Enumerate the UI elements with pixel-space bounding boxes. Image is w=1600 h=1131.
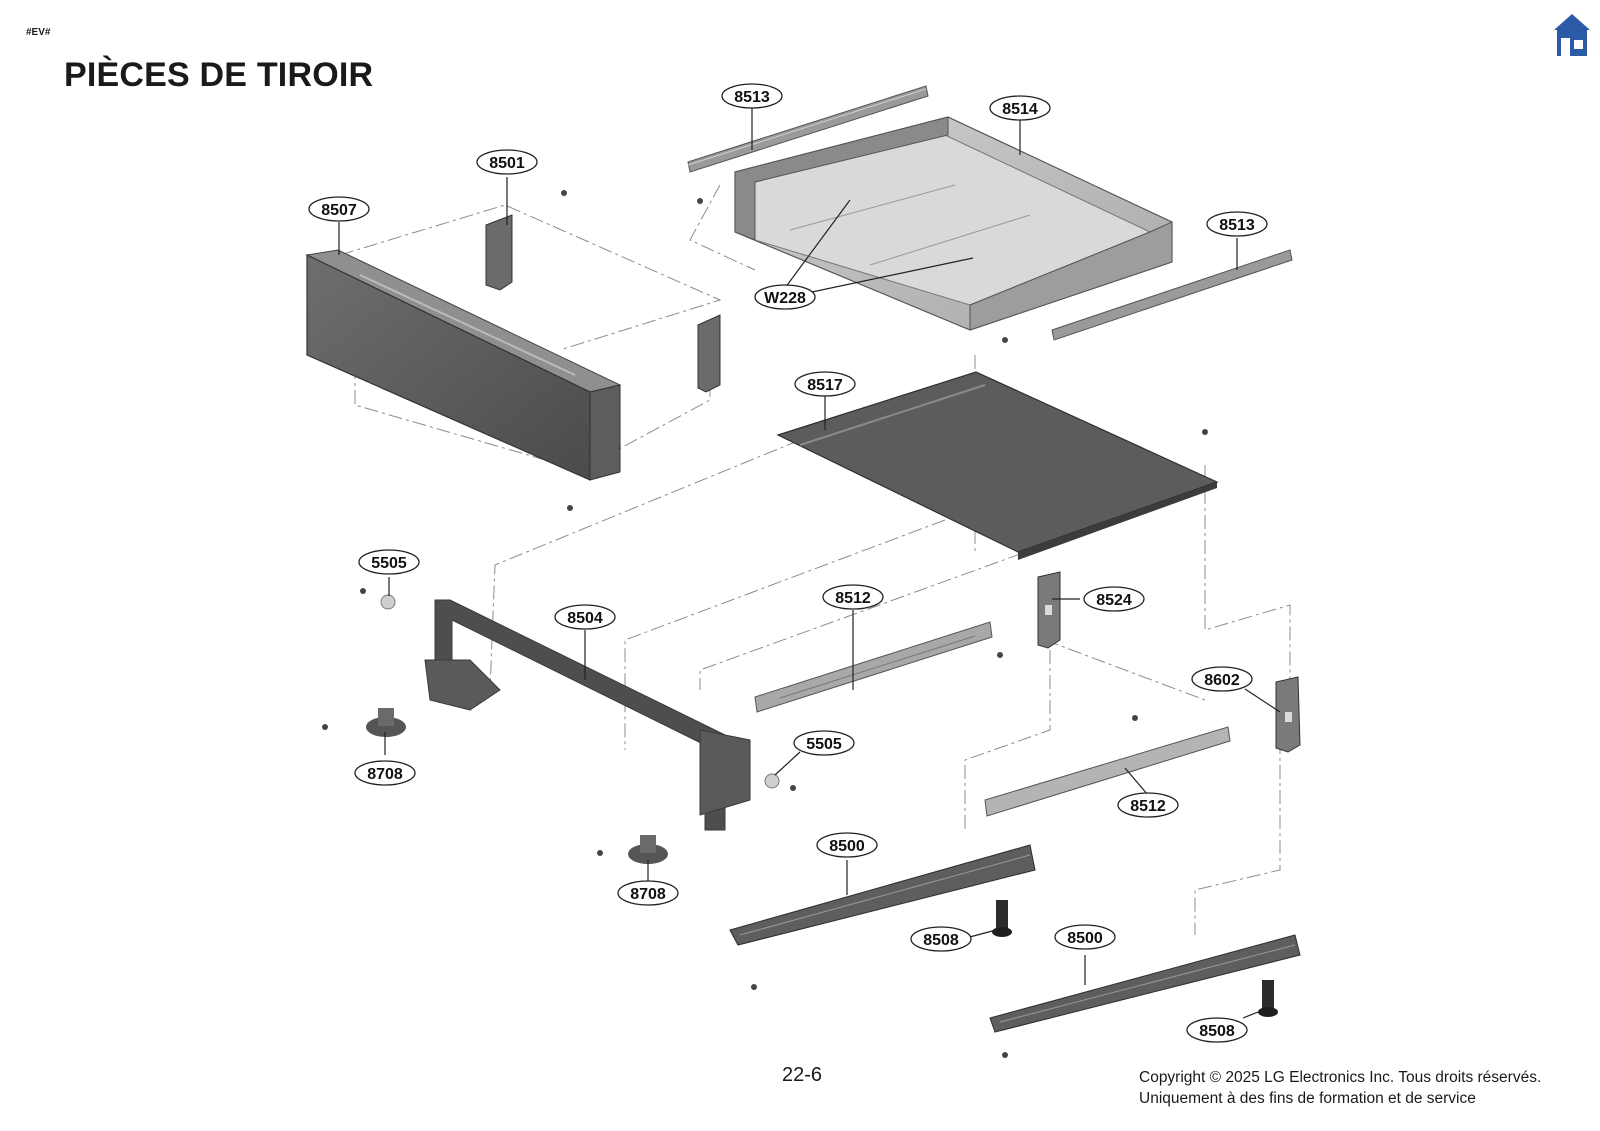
- label-bubble: [1191, 666, 1253, 692]
- label-bubble: [816, 832, 878, 858]
- label-text: 8512: [1130, 798, 1166, 815]
- part-8504-frame: [424, 599, 751, 831]
- part-8508-foot-right: [1258, 980, 1278, 1017]
- label-text: 8508: [1199, 1023, 1235, 1040]
- part-label-8500: 8500: [816, 832, 878, 858]
- part-label-8512: 8512: [822, 584, 884, 610]
- home-icon[interactable]: [1552, 12, 1592, 58]
- label-bubble: [308, 196, 370, 222]
- label-text: 8508: [923, 932, 959, 949]
- label-text: 8517: [807, 377, 843, 394]
- part-label-8512: 8512: [1117, 792, 1179, 818]
- part-label-8508: 8508: [1186, 1017, 1248, 1043]
- leader-lines: [338, 108, 1281, 1019]
- copyright-notice: Copyright © 2025 LG Electronics Inc. Tou…: [1139, 1067, 1541, 1109]
- label-bubble: [1054, 924, 1116, 950]
- part-label-8708: 8708: [354, 760, 416, 786]
- part-8500-base-rail-right: [989, 934, 1301, 1033]
- part-8514-drawer-tray: [734, 116, 1173, 331]
- label-text: 8513: [734, 89, 770, 106]
- label-text: 8500: [1067, 930, 1103, 947]
- part-label-8504: 8504: [554, 604, 616, 630]
- label-bubble: [1117, 792, 1179, 818]
- part-label-8513: 8513: [721, 83, 783, 109]
- part-8708-caster-right: [628, 835, 668, 864]
- part-label-8508: 8508: [910, 926, 972, 952]
- label-text: 8501: [489, 155, 525, 172]
- part-8507-front-panel: [305, 249, 622, 481]
- label-bubble: [794, 371, 856, 397]
- page-title: PIÈCES DE TIROIR: [64, 56, 374, 94]
- label-text: 5505: [371, 555, 407, 572]
- part-label-8513: 8513: [1206, 211, 1268, 237]
- part-8508-foot-left: [992, 900, 1012, 937]
- label-text: 8500: [829, 838, 865, 855]
- part-label-8524: 8524: [1083, 586, 1145, 612]
- part-8501-brackets: [485, 214, 721, 393]
- part-8513-rail-upper: [687, 85, 929, 173]
- label-bubble: [476, 149, 538, 175]
- part-5505-roller-right: [764, 773, 780, 789]
- label-text: 8513: [1219, 217, 1255, 234]
- label-bubble: [989, 95, 1051, 121]
- part-8524-bracket: [1037, 571, 1061, 649]
- page-number: 22-6: [782, 1064, 823, 1086]
- label-bubble: [617, 880, 679, 906]
- label-bubble: [910, 926, 972, 952]
- part-8512-slide-upper: [754, 621, 993, 713]
- label-bubble: [754, 284, 816, 310]
- part-8602-bracket: [1275, 676, 1301, 753]
- label-bubble: [721, 83, 783, 109]
- part-label-8602: 8602: [1191, 666, 1253, 692]
- label-text: 5505: [806, 736, 842, 753]
- label-bubble: [1083, 586, 1145, 612]
- label-bubble: [1206, 211, 1268, 237]
- part-label-8500: 8500: [1054, 924, 1116, 950]
- part-label-8514: 8514: [989, 95, 1051, 121]
- label-text: 8524: [1096, 592, 1132, 609]
- part-8708-caster-left: [366, 708, 406, 737]
- part-5505-roller-left: [380, 594, 396, 610]
- part-label-8501: 8501: [476, 149, 538, 175]
- screws: [322, 190, 1208, 1058]
- part-label-5505: 5505: [358, 549, 420, 575]
- part-8512-slide-lower: [984, 726, 1231, 817]
- part-label-8708: 8708: [617, 880, 679, 906]
- label-bubble: [1186, 1017, 1248, 1043]
- part-8517-cover-plate: [776, 371, 1219, 560]
- label-text: W228: [764, 290, 806, 307]
- part-8500-base-rail-left: [729, 844, 1036, 946]
- copyright-line-1: Copyright © 2025 LG Electronics Inc. Tou…: [1139, 1069, 1542, 1086]
- label-text: 8708: [367, 766, 403, 783]
- document-tag: #EV#: [26, 27, 51, 38]
- label-text: 8602: [1204, 672, 1240, 689]
- part-label-8507: 8507: [308, 196, 370, 222]
- label-bubble: [358, 549, 420, 575]
- label-text: 8512: [835, 590, 871, 607]
- label-bubble: [822, 584, 884, 610]
- label-text: 8514: [1002, 101, 1038, 118]
- label-text: 8507: [321, 202, 357, 219]
- part-label-5505: 5505: [793, 730, 855, 756]
- label-bubble: [793, 730, 855, 756]
- part-label-8517: 8517: [794, 371, 856, 397]
- copyright-line-2: Uniquement à des fins de formation et de…: [1139, 1090, 1476, 1107]
- label-bubble: [554, 604, 616, 630]
- label-text: 8708: [630, 886, 666, 903]
- label-bubble: [354, 760, 416, 786]
- part-8513-rail-lower: [1051, 249, 1293, 341]
- label-text: 8504: [567, 610, 603, 627]
- part-label-w228: W228: [754, 284, 816, 310]
